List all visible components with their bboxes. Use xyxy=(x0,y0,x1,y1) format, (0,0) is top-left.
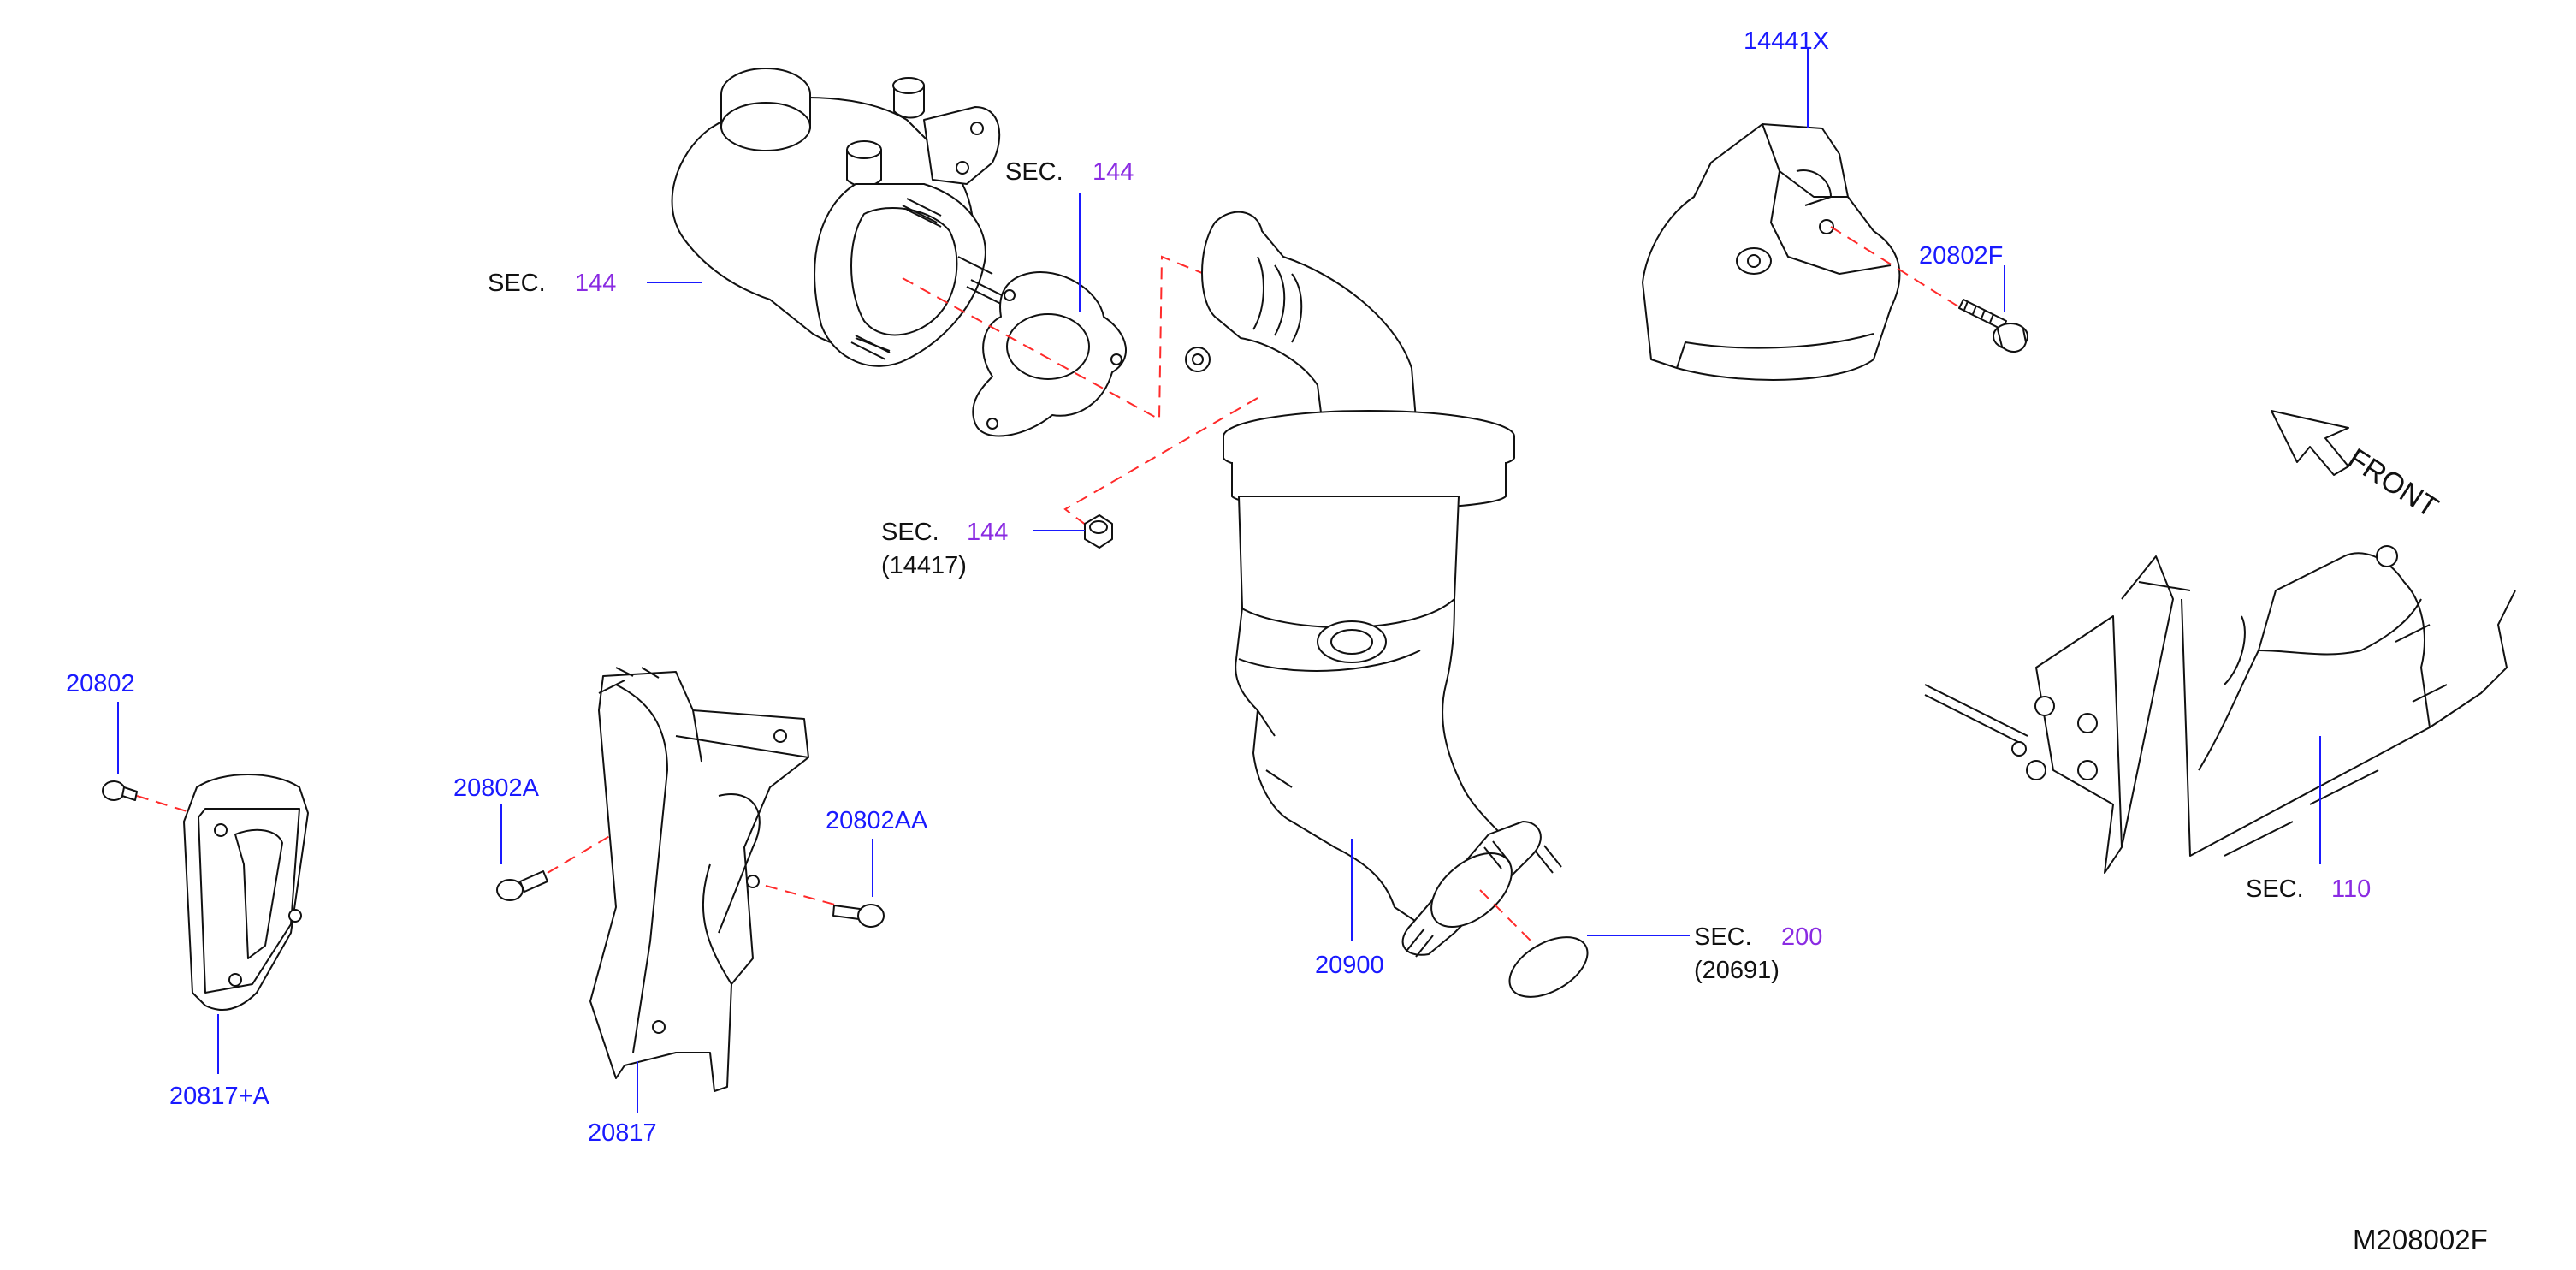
converter-part-number[interactable]: 20900 xyxy=(1315,952,1384,979)
turbo-sec-label: SEC. xyxy=(488,270,546,297)
shield-bolt-part-number[interactable]: 20802F xyxy=(1919,242,2003,270)
nut-part-ref: (14417) xyxy=(881,552,967,579)
ring-part-ref: (20691) xyxy=(1694,957,1780,984)
diagram-code: M208002F xyxy=(2353,1224,2488,1255)
gasket-drawing xyxy=(972,271,1127,437)
shield-bolt-dash-line xyxy=(1830,226,1969,313)
bolt-aa-part-number[interactable]: 20802AA xyxy=(826,807,928,834)
bolt-a-drawing xyxy=(496,870,548,901)
shield-bolt-drawing xyxy=(1958,299,2028,353)
ring-dash-line xyxy=(1479,889,1541,951)
ring-sec-number[interactable]: 200 xyxy=(1781,923,1822,951)
ring-sec-label: SEC. xyxy=(1694,923,1752,951)
turbo-dash-line xyxy=(902,255,1216,421)
small-bracket-part-number[interactable]: 20817+A xyxy=(169,1083,270,1110)
small-bracket-drawing xyxy=(183,774,309,1011)
bolt-aa-drawing xyxy=(832,904,885,928)
bolt-left-top-part-number[interactable]: 20802 xyxy=(66,670,135,697)
turbo-sec-number[interactable]: 144 xyxy=(575,270,616,297)
seal-ring-drawing xyxy=(1508,936,1589,998)
bolt-left-top-drawing xyxy=(102,780,138,801)
nut-drawing xyxy=(1084,514,1113,549)
nut-sec-number[interactable]: 144 xyxy=(967,519,1008,546)
engine-sec-label: SEC. xyxy=(2246,875,2304,903)
large-bracket-drawing xyxy=(589,667,809,1092)
front-arrow-icon xyxy=(2271,410,2349,476)
engine-sec-number[interactable]: 110 xyxy=(2331,875,2371,903)
nut-dash-line xyxy=(1063,397,1258,531)
turbocharger-drawing xyxy=(671,68,1006,367)
gasket-sec-number[interactable]: 144 xyxy=(1093,158,1134,186)
nut-sec-label: SEC. xyxy=(881,519,939,546)
converter-drawing xyxy=(1185,211,1562,958)
small-bracket-dash-line xyxy=(136,795,193,814)
gasket-sec-label: SEC. xyxy=(1005,158,1063,186)
large-bracket-part-number[interactable]: 20817 xyxy=(588,1119,657,1147)
engine-block-drawing xyxy=(1924,545,2516,874)
bolt-a-part-number[interactable]: 20802A xyxy=(453,774,540,802)
heat-shield-drawing xyxy=(1642,123,1901,381)
front-direction-label: FRONT xyxy=(2342,442,2444,525)
heat-shield-part-number[interactable]: 14441X xyxy=(1744,27,1829,55)
